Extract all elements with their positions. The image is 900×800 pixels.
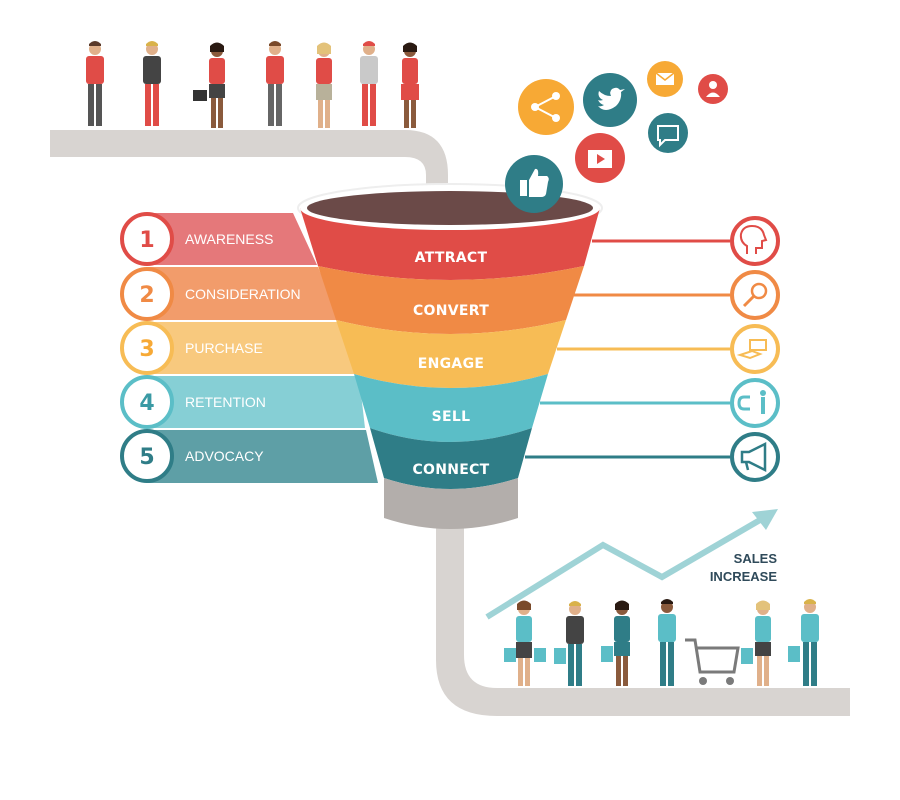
idea-head-icon <box>730 216 780 266</box>
person-figure <box>401 42 419 128</box>
step-item-purchase: 3 PURCHASE <box>120 321 358 375</box>
bottom-people-group <box>504 599 819 686</box>
step-number: 3 <box>139 337 154 362</box>
step-item-consideration: 2 CONSIDERATION <box>120 267 340 321</box>
trend-arrowhead <box>752 509 778 530</box>
funnel-stage-connect <box>370 428 532 489</box>
step-ribbon <box>148 322 358 374</box>
stage-label-engage: ENGAGE <box>418 356 484 372</box>
person-figure <box>266 41 284 126</box>
step-item-retention: 4 RETENTION <box>120 375 365 429</box>
step-item-advocacy: 5 ADVOCACY <box>120 429 378 483</box>
funnel-stage-engage <box>336 320 566 388</box>
step-number: 5 <box>139 445 154 470</box>
thumbs-up-icon <box>505 155 563 213</box>
person-figure <box>788 599 819 686</box>
sales-label-line1: SALES <box>734 551 778 566</box>
person-figure <box>554 601 584 686</box>
funnel-stage-convert <box>318 266 584 334</box>
sales-label-line2: INCREASE <box>710 569 778 584</box>
person-figure <box>601 600 630 686</box>
person-figure <box>504 600 546 686</box>
step-number: 2 <box>139 283 154 308</box>
stage-label-connect: CONNECT <box>412 462 489 478</box>
funnel-stage-sell <box>354 374 548 442</box>
sales-increase-chart: SALES INCREASE <box>485 509 778 620</box>
mail-icon <box>647 61 683 97</box>
step-label: PURCHASE <box>185 340 263 356</box>
step-ribbon <box>148 430 378 483</box>
right-icons <box>525 216 780 482</box>
magnet-person-icon <box>730 378 780 428</box>
step-label: ADVOCACY <box>185 448 264 464</box>
step-ribbon <box>148 267 340 320</box>
step-label: AWARENESS <box>185 231 273 247</box>
social-icons <box>505 61 728 213</box>
step-item-awareness: 1 AWARENESS <box>120 212 317 266</box>
shopping-cart-icon <box>685 638 740 685</box>
step-number-badge <box>120 429 174 483</box>
step-number-badge <box>120 375 174 429</box>
step-ribbon <box>148 213 317 265</box>
trend-line <box>485 517 762 620</box>
person-figure <box>86 41 104 126</box>
stage-label-attract: ATTRACT <box>415 250 488 266</box>
step-label: RETENTION <box>185 394 266 410</box>
step-number: 1 <box>139 228 154 253</box>
video-icon <box>575 133 625 183</box>
step-number: 4 <box>139 391 154 416</box>
handshake-money-icon <box>730 324 780 374</box>
person-figure <box>741 600 771 686</box>
step-label: CONSIDERATION <box>185 286 301 302</box>
step-number-badge <box>120 321 174 375</box>
chat-icon <box>648 113 688 153</box>
twitter-bird-icon <box>583 73 637 127</box>
step-number-badge <box>120 267 174 321</box>
bottom-conveyor-pipe <box>436 520 850 716</box>
top-people-group <box>86 41 419 128</box>
share-icon <box>518 79 574 135</box>
step-ribbon <box>148 376 365 428</box>
person-figure <box>143 41 161 126</box>
magnifier-icon <box>730 270 780 320</box>
funnel: ATTRACT CONVERT ENGAGE SELL CONNECT <box>297 183 603 529</box>
stage-label-sell: SELL <box>432 409 471 425</box>
top-conveyor-pipe <box>50 130 448 225</box>
megaphone-icon <box>730 432 780 482</box>
funnel-stage-attract <box>300 208 600 280</box>
user-icon <box>698 74 728 104</box>
step-number-badge <box>120 212 174 266</box>
person-figure <box>316 42 332 128</box>
funnel-spout <box>384 478 518 529</box>
stage-label-convert: CONVERT <box>413 303 489 319</box>
person-figure <box>658 599 676 686</box>
steps-list: 1 AWARENESS 2 CONSIDERATION 3 PURCHASE 4… <box>120 212 378 483</box>
person-figure <box>193 42 225 128</box>
person-figure <box>360 41 378 126</box>
